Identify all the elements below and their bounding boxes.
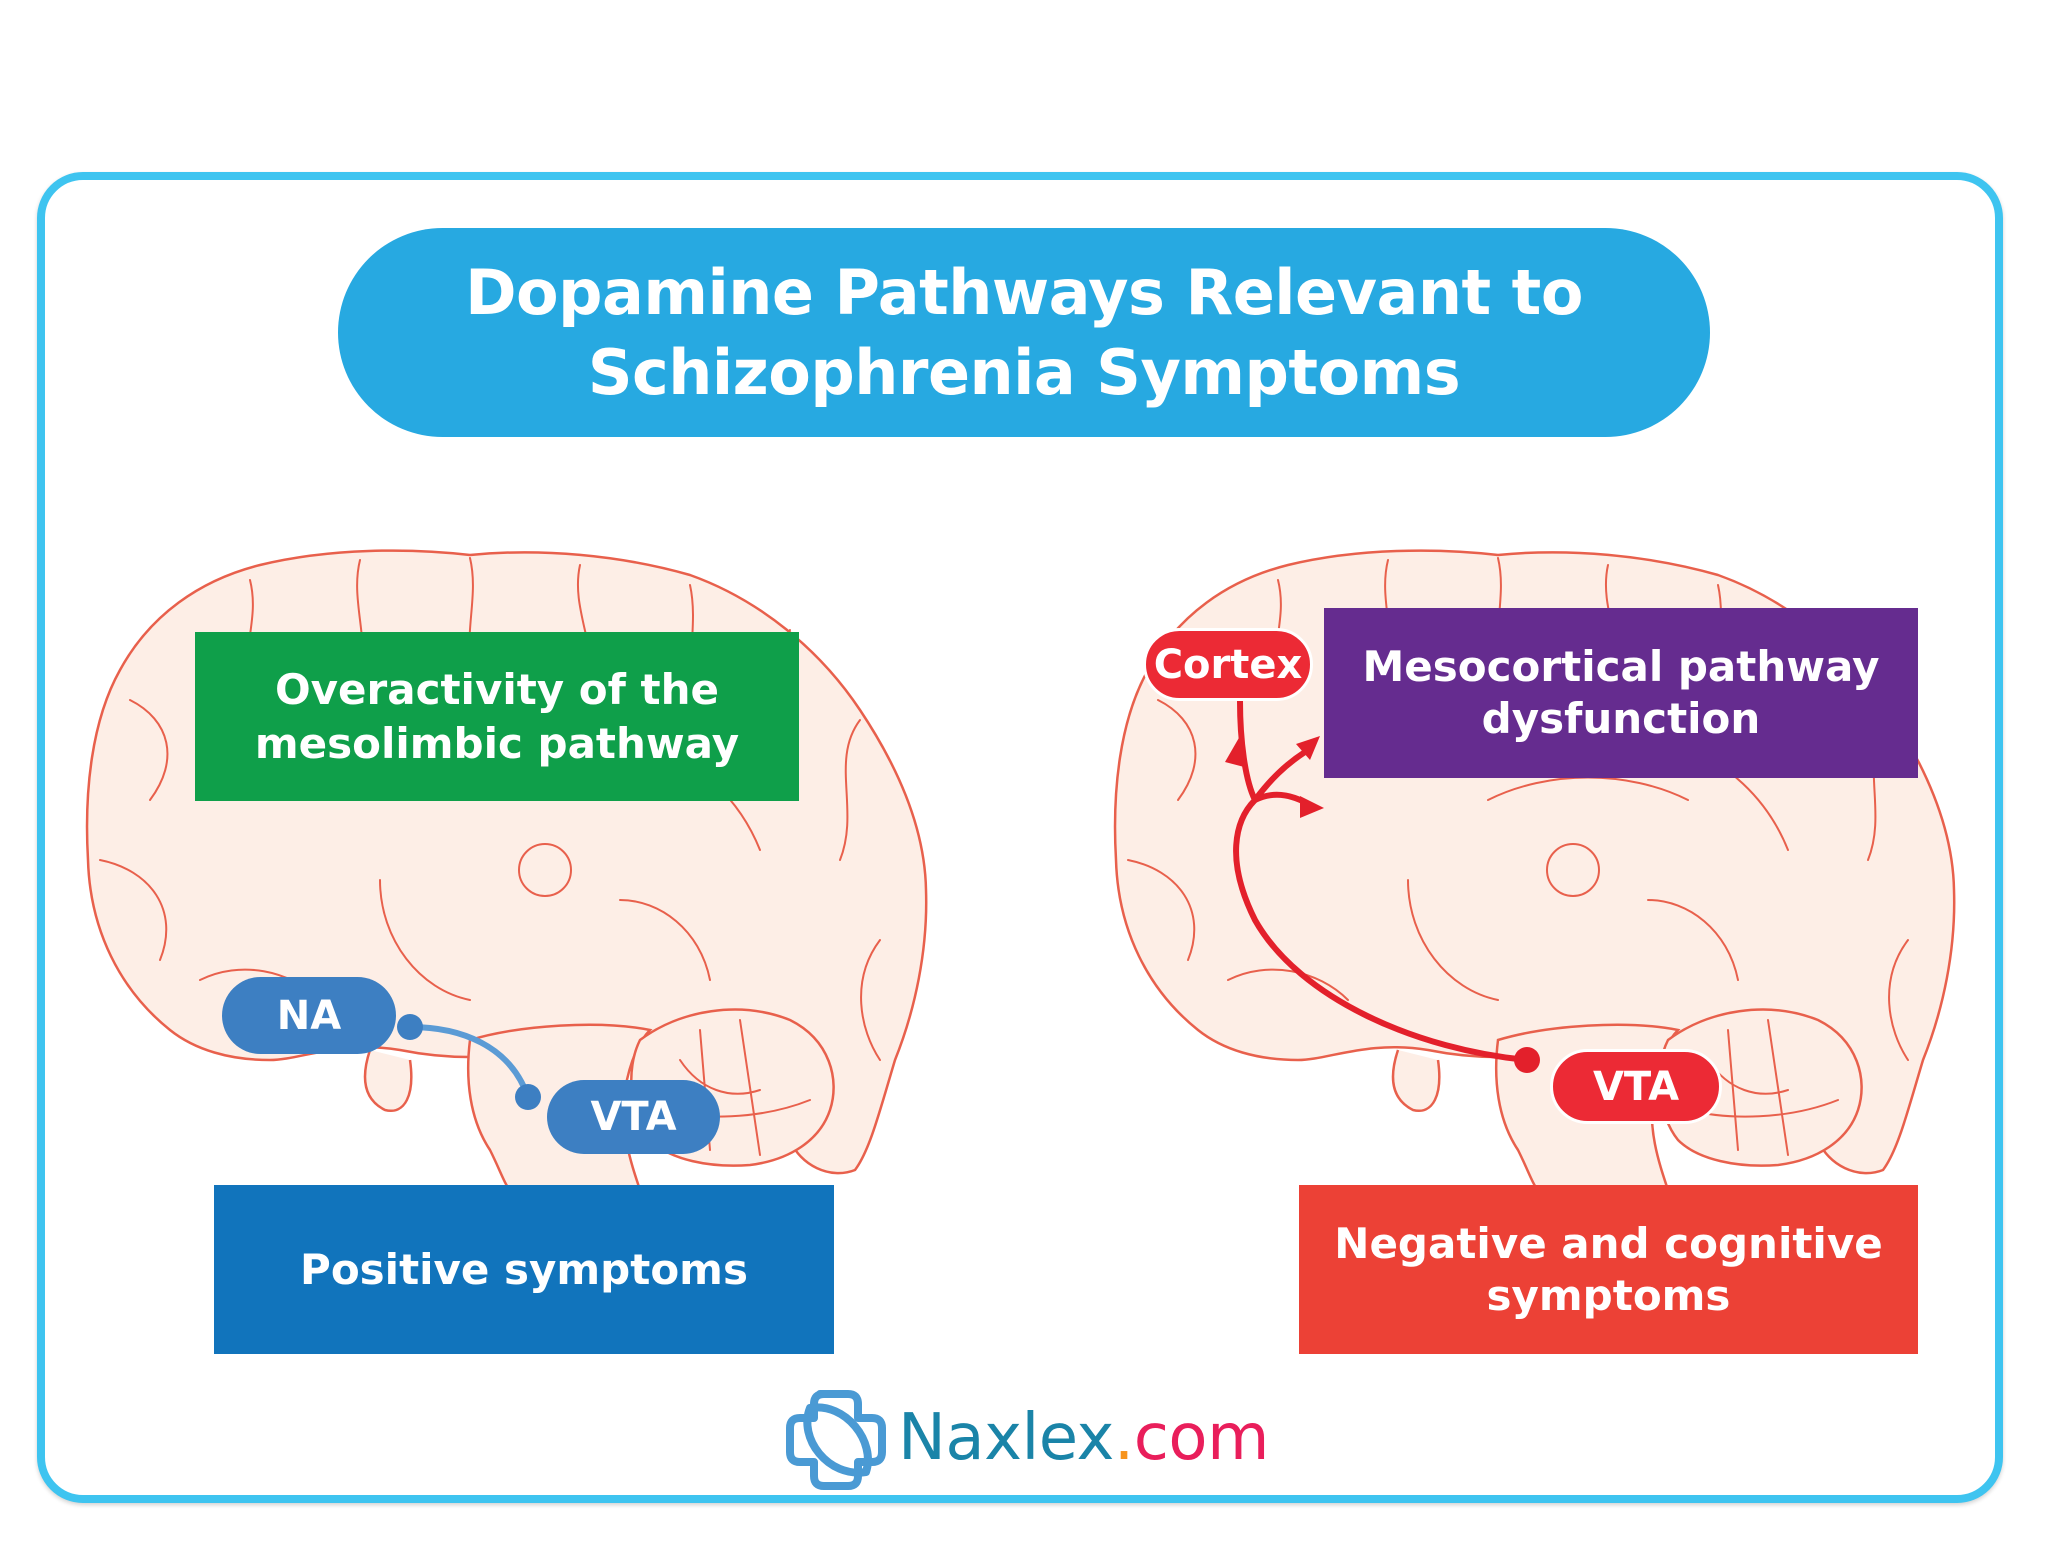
logo-icon-spacer <box>786 1388 886 1488</box>
mesolimbic-label-line-1: Overactivity of the <box>274 664 720 714</box>
logo-dot: . <box>1113 1401 1134 1475</box>
negative-symptoms-line-1: Negative and cognitive <box>1334 1218 1883 1268</box>
negative-cognitive-symptoms-box: Negative and cognitive symptoms <box>1299 1185 1918 1354</box>
na-terminal-dot <box>397 1014 423 1040</box>
logo-tld: com <box>1133 1401 1270 1475</box>
vta-terminal-dot-right <box>1514 1047 1540 1073</box>
negative-symptoms-line-2: symptoms <box>1486 1270 1731 1320</box>
mesocortical-label-line-2: dysfunction <box>1481 694 1761 743</box>
positive-symptoms-box: Positive symptoms <box>214 1185 834 1354</box>
title-line-1: Dopamine Pathways Relevant to <box>465 255 1583 329</box>
mesolimbic-pathway-label: Overactivity of the mesolimbic pathway <box>195 632 799 801</box>
arrowhead-right-icon <box>1300 796 1324 818</box>
mesocortical-pathway-label: Mesocortical pathway dysfunction <box>1324 608 1918 778</box>
positive-symptoms-label: Positive symptoms <box>300 1244 748 1294</box>
arrowhead-upright-icon <box>1296 736 1320 760</box>
mesolimbic-label-line-2: mesolimbic pathway <box>254 718 740 768</box>
title-line-2: Schizophrenia Symptoms <box>587 335 1461 409</box>
naxlex-logo[interactable]: Naxlex.com <box>786 1388 1269 1488</box>
logo-name: Naxlex <box>898 1401 1114 1475</box>
cortex-node-label: Cortex <box>1143 628 1313 701</box>
vta-node-label-left: VTA <box>547 1080 720 1154</box>
vta-terminal-dot-left <box>515 1084 541 1110</box>
title-banner: Dopamine Pathways Relevant to Schizophre… <box>338 228 1710 437</box>
mesocortical-label-line-1: Mesocortical pathway <box>1362 642 1880 691</box>
mesocortical-arrowheads <box>1225 736 1324 818</box>
arrowhead-up-icon <box>1225 736 1248 768</box>
logo-wordmark: Naxlex.com <box>898 1401 1269 1475</box>
medical-cross-leaf-icon <box>786 1390 886 1490</box>
vta-node-label-right: VTA <box>1550 1049 1722 1124</box>
mesolimbic-pathway-line <box>409 1024 531 1098</box>
na-node-label: NA <box>222 977 396 1054</box>
